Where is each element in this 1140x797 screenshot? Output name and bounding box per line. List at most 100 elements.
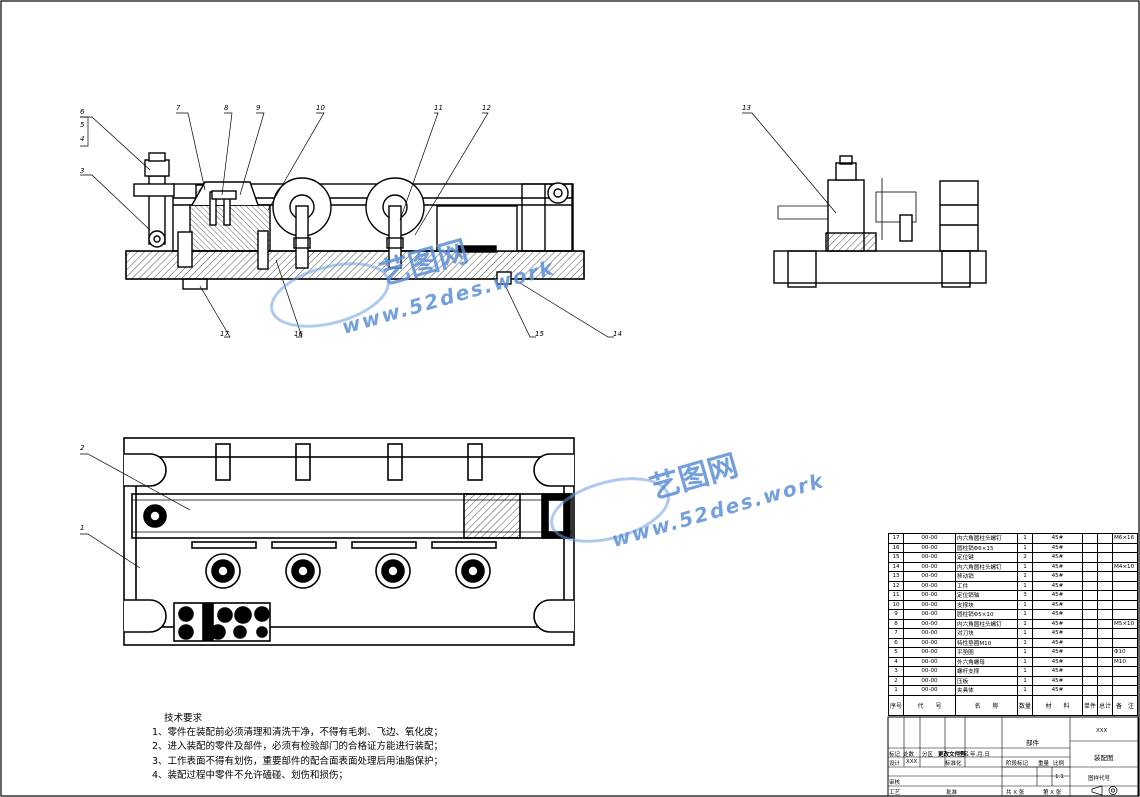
bom-cell-name: 压板 (954, 675, 1018, 686)
bom-cell-name: 移动销 (954, 571, 1018, 582)
bom-cell-mat: 45# (1031, 685, 1083, 696)
bom-cell-blank (1096, 647, 1113, 658)
bom-cell-blank (1096, 628, 1113, 639)
callout-17: 17 (220, 330, 229, 338)
bom-cell-qty: 1 (1016, 666, 1033, 677)
bom-cell-blank (1081, 685, 1098, 696)
leader-lines (80, 112, 837, 569)
bom-cell-mat: 45# (1031, 675, 1083, 686)
bom-cell-mat: 45# (1031, 628, 1083, 639)
bom-cell-qty: 1 (1016, 618, 1033, 629)
bom-cell-note (1111, 599, 1139, 610)
bom-cell-mat: 45# (1031, 533, 1083, 544)
bom-cell-no: 7 (887, 628, 905, 639)
bom-cell-blank (1096, 571, 1113, 582)
bom-cell-qty: 1 (1016, 647, 1033, 658)
tb-design: 设计 (889, 761, 901, 767)
bom-cell-mat: 45# (1031, 599, 1083, 610)
bom-cell-qty: 1 (1016, 628, 1033, 639)
bom-header-no: 序号 (887, 694, 905, 716)
title-block-frame (887, 716, 1139, 797)
bom-cell-code: 00-00 (903, 580, 956, 591)
bom-cell-blank (1081, 533, 1098, 544)
tech-item: 2、进入装配的零件及部件，必须有检验部门的合格证方能进行装配； (152, 741, 444, 753)
bom-cell-name: 工件 (954, 580, 1018, 591)
tb-change-doc: 更改文件号 (938, 752, 966, 758)
bom-cell-name: 定位销轴 (954, 590, 1018, 601)
callout-16: 16 (294, 330, 303, 338)
bom-cell-mat: 45# (1031, 571, 1083, 582)
bom-cell-code: 00-00 (903, 685, 956, 696)
bom-cell-qty: 1 (1016, 542, 1033, 553)
tb-count: 处数 (903, 752, 915, 758)
bom-cell-note: M6×16 (1111, 533, 1139, 544)
bom-cell-qty: 1 (1016, 675, 1033, 686)
bom-cell-code: 00-00 (903, 533, 956, 544)
callout-5: 5 (80, 121, 85, 129)
bom-cell-blank (1096, 618, 1113, 629)
bom-cell-no: 13 (887, 571, 905, 582)
bom-cell-note (1111, 590, 1139, 601)
bom-cell-name: 内六角圆柱头螺钉 (954, 561, 1018, 572)
bom-cell-note (1111, 675, 1139, 686)
bom-cell-note (1111, 552, 1139, 563)
bom-cell-blank (1081, 542, 1098, 553)
bom-cell-qty: 1 (1016, 599, 1033, 610)
bom-cell-no: 6 (887, 637, 905, 648)
bom-cell-blank (1096, 685, 1113, 696)
bom-cell-name: 内六角圆柱头螺钉 (954, 618, 1018, 629)
bom-cell-name: 特性垫圈M10 (954, 637, 1018, 648)
bom-cell-blank (1081, 618, 1098, 629)
tb-mark: 标记 (889, 752, 901, 758)
bom-cell-code: 00-00 (903, 599, 956, 610)
bom-cell-name: 对刀块 (954, 628, 1018, 639)
tb-drawing-title: 装配图 (1094, 754, 1114, 762)
bom-cell-note (1111, 609, 1139, 620)
bom-cell-code: 00-00 (903, 609, 956, 620)
bom-cell-code: 00-00 (903, 618, 956, 629)
bom-cell-no: 11 (887, 590, 905, 601)
bom-cell-no: 16 (887, 542, 905, 553)
bom-cell-no: 12 (887, 580, 905, 591)
bom-cell-name: 圆柱销Φ5×10 (954, 609, 1018, 620)
bom-cell-code: 00-00 (903, 571, 956, 582)
watermark-graphic (270, 262, 670, 543)
bom-cell-blank (1081, 656, 1098, 667)
bom-cell-blank (1096, 542, 1113, 553)
bom-cell-name: 螺杆支撑 (954, 666, 1018, 677)
bom-cell-code: 00-00 (903, 542, 956, 553)
callout-4: 4 (80, 135, 85, 143)
tb-sheets: 共 X 张 (1006, 790, 1025, 796)
bom-cell-blank (1081, 571, 1098, 582)
bom-cell-code: 00-00 (903, 590, 956, 601)
tb-part-name: 部件 (1026, 739, 1039, 747)
tb-scale: 比例 (1053, 761, 1065, 767)
callout-12: 12 (482, 104, 491, 112)
bom-header-single: 单件 (1081, 694, 1098, 716)
callout-8: 8 (224, 104, 229, 112)
bom-cell-blank (1096, 561, 1113, 572)
bom-cell-blank (1081, 666, 1098, 677)
bom-cell-no: 2 (887, 675, 905, 686)
tb-approve: 批准 (946, 790, 958, 796)
bom-cell-name: 夹具体 (954, 685, 1018, 696)
bom-header: 序号代 号名 称数量材 料单件总计备 注 (887, 694, 1139, 716)
technical-requirements: 技术要求 1、零件在装配前必须清理和清洗干净，不得有毛刺、飞边、氧化皮； 2、进… (152, 712, 443, 783)
bom-cell-blank (1096, 666, 1113, 677)
bom-header-code: 代 号 (903, 694, 956, 716)
bom-cell-qty: 1 (1016, 580, 1033, 591)
callout-1: 1 (80, 524, 85, 532)
bom-cell-code: 00-00 (903, 637, 956, 648)
